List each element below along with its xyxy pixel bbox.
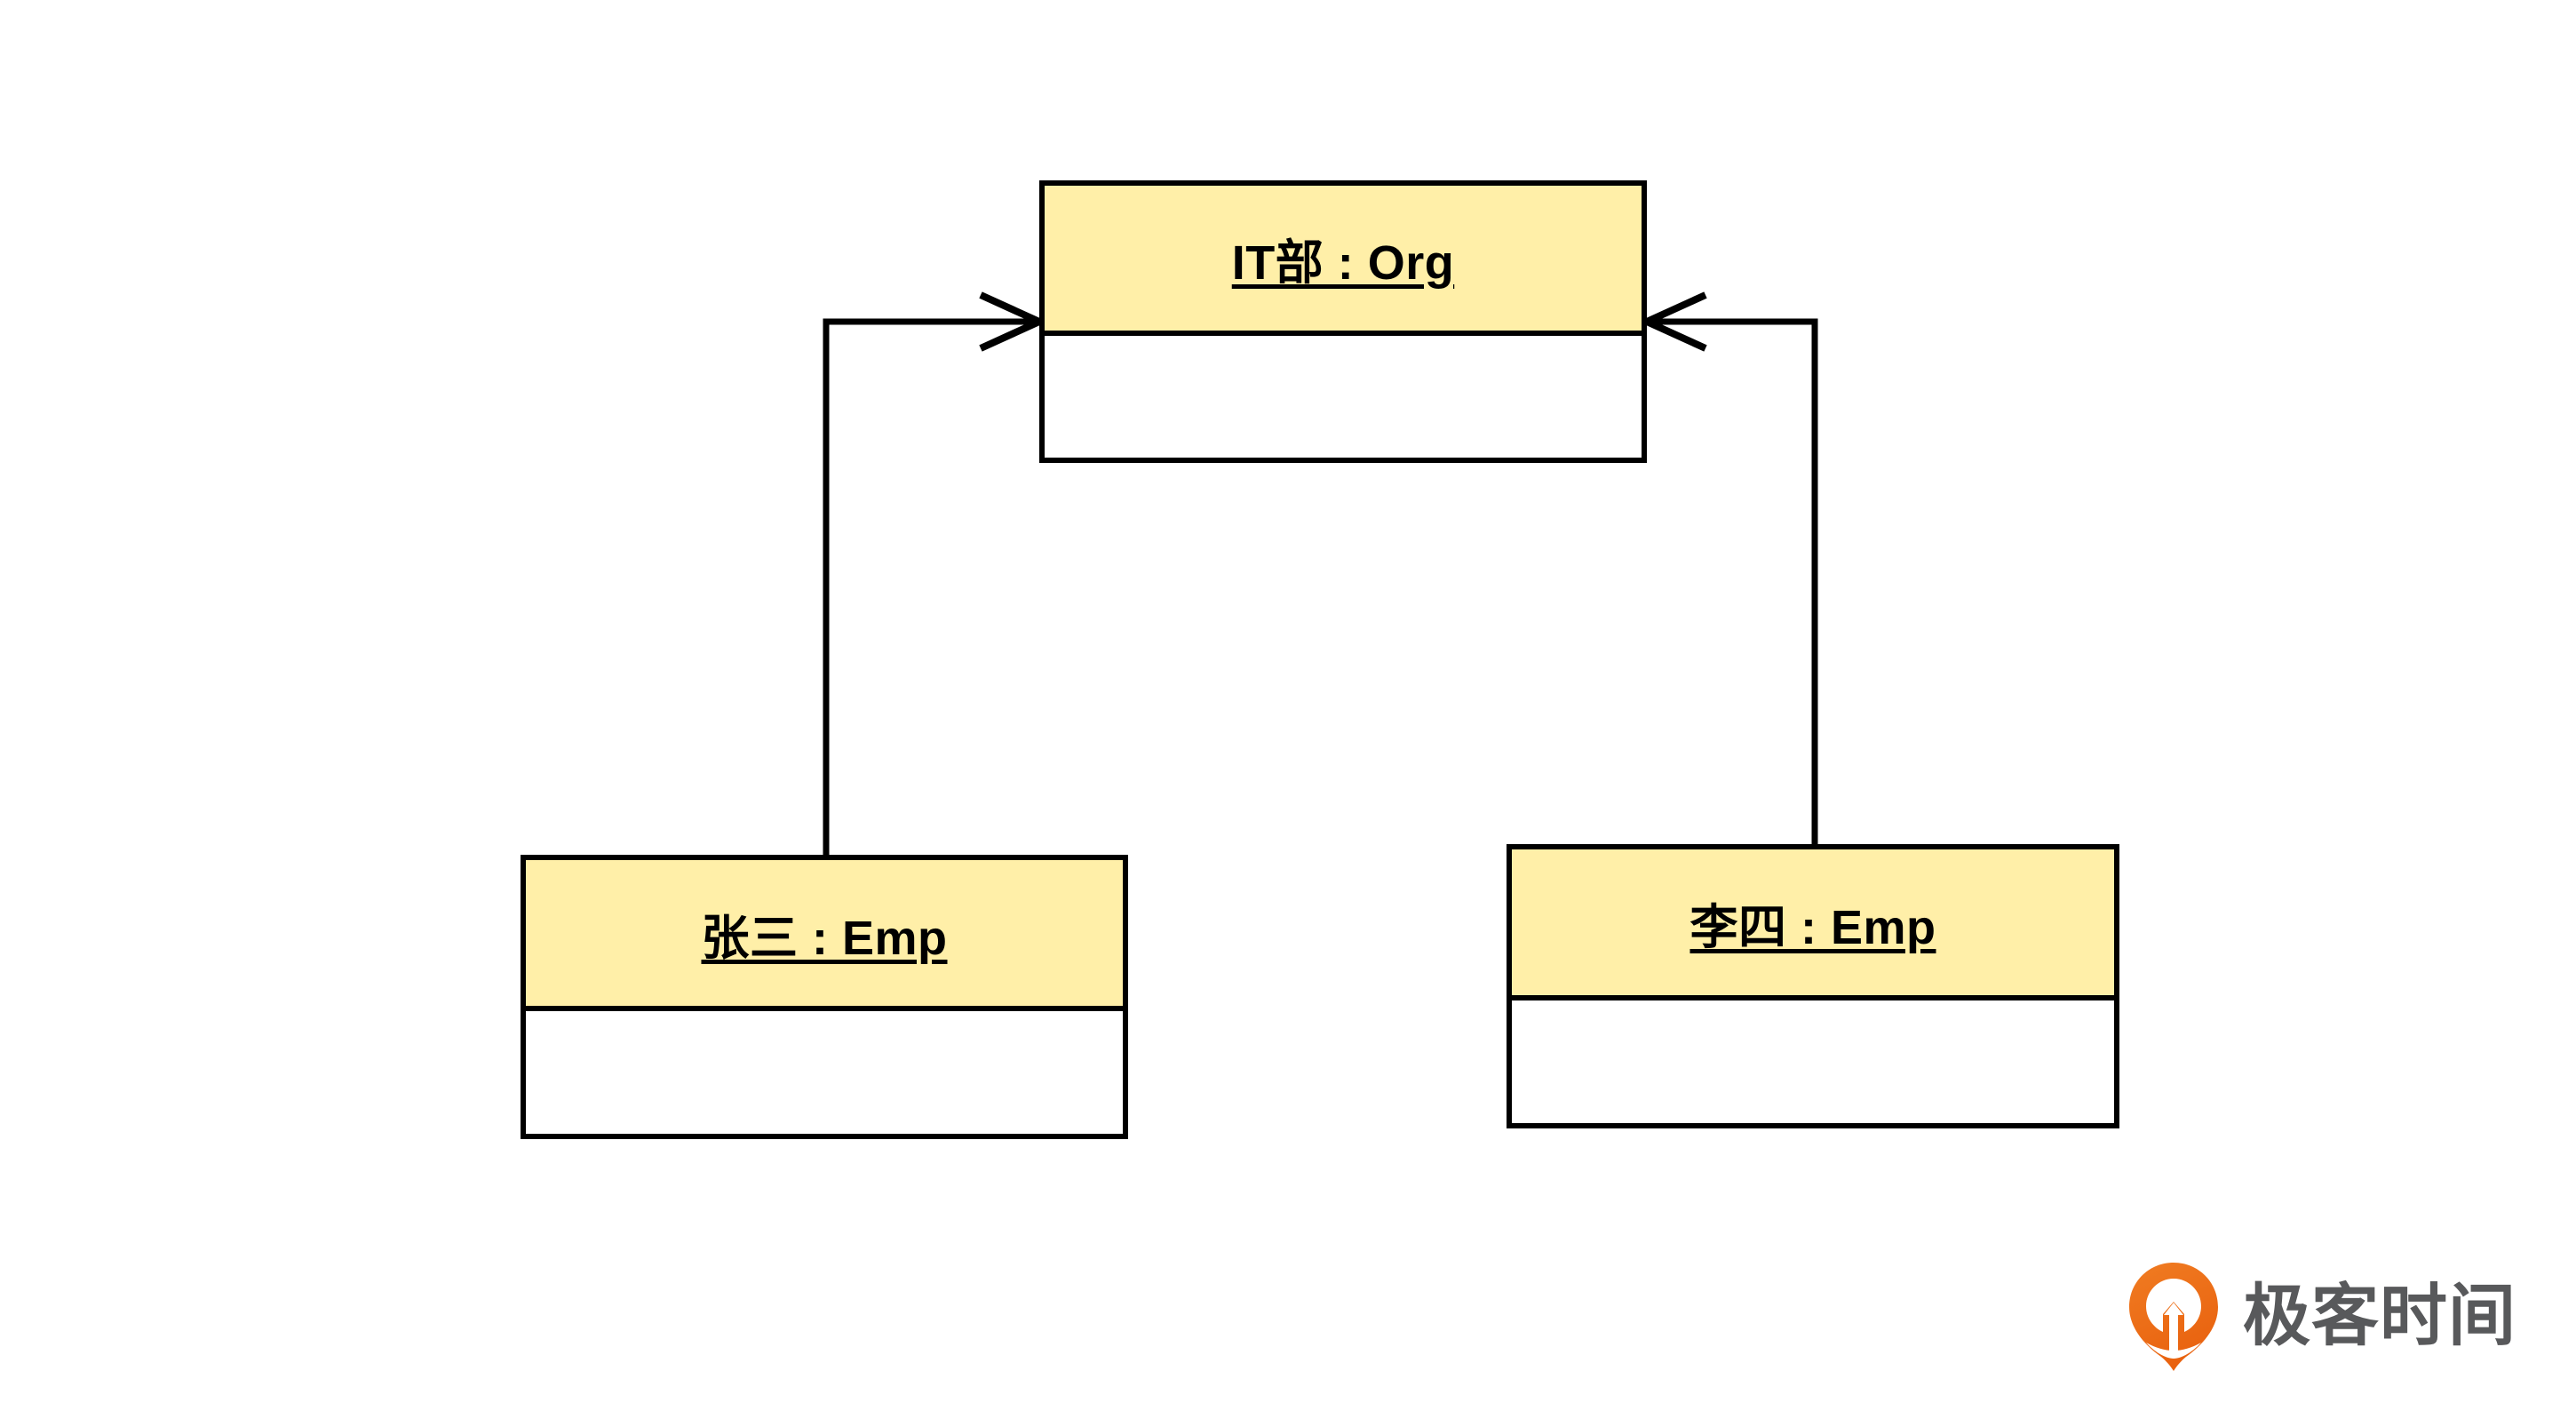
uml-object-org-header: IT部 : Org [1045,186,1642,336]
link-zhangsan-org-path [823,318,1039,855]
link-zhangsan-org [823,291,1048,855]
uml-object-emp-lisi-label: 李四 : Emp [1690,900,1936,954]
uml-object-org-attributes-compartment [1045,336,1642,458]
uml-object-emp-lisi[interactable]: 李四 : Emp [1507,844,2119,1128]
brand-logo: 极客时间 [2127,1255,2518,1379]
uml-object-emp-zhangsan-label: 张三 : Emp [701,911,948,965]
uml-object-org-label: IT部 : Org [1231,236,1455,290]
uml-object-emp-zhangsan[interactable]: 张三 : Emp [521,855,1128,1139]
brand-wordmark: 极客时间 [2243,1279,2516,1354]
uml-object-org[interactable]: IT部 : Org [1039,180,1647,463]
link-lisi-org-arrowhead [1638,291,1707,352]
uml-object-emp-lisi-attributes-compartment [1512,1000,2114,1123]
link-lisi-org [1638,291,1818,846]
uml-object-emp-zhangsan-header: 张三 : Emp [526,860,1123,1011]
link-zhangsan-org-arrowhead [979,291,1048,352]
uml-object-emp-zhangsan-attributes-compartment [526,1011,1123,1134]
geektime-pin-icon [2129,1263,2218,1371]
uml-object-emp-lisi-header: 李四 : Emp [1512,849,2114,1000]
link-lisi-org-path [1647,318,1818,846]
